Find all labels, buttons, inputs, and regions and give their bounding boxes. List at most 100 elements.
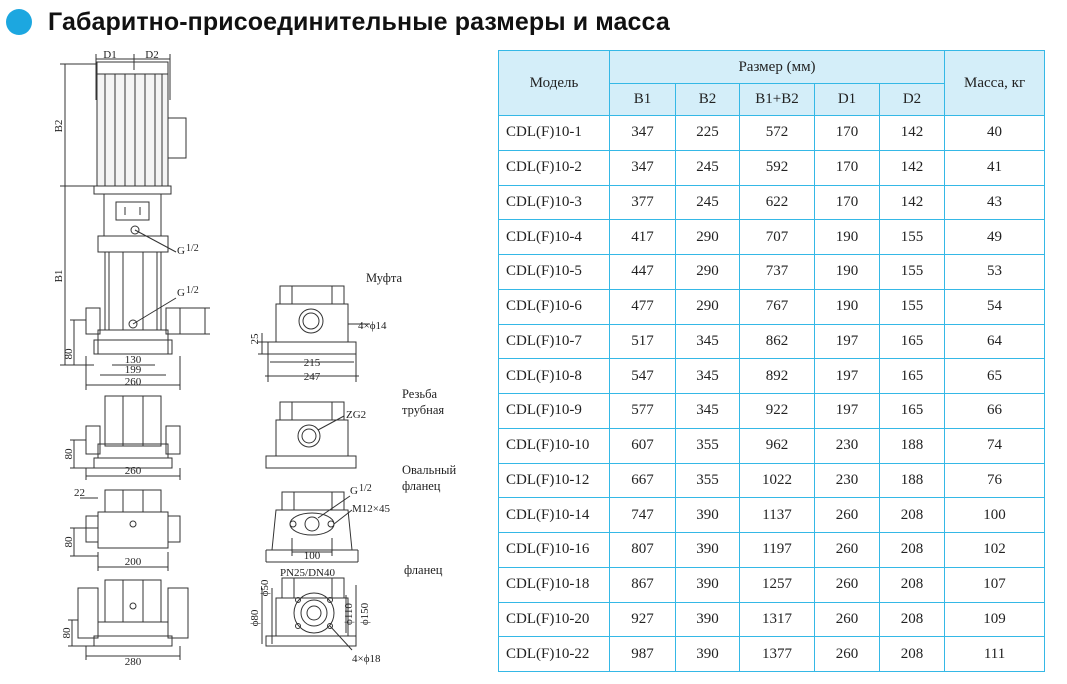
cell-d2: 165 bbox=[878, 358, 946, 394]
col-header-b1: B1 bbox=[609, 83, 676, 116]
cell-mass: 102 bbox=[944, 532, 1046, 568]
cell-mass: 76 bbox=[944, 462, 1046, 499]
label-v3-22: 22 bbox=[74, 487, 85, 499]
cell-b1: 477 bbox=[609, 288, 676, 325]
cell-b1b2: 1317 bbox=[739, 601, 815, 638]
cell-b2: 355 bbox=[675, 462, 740, 499]
cell-b1: 347 bbox=[609, 149, 676, 186]
label-zg2: ZG2 bbox=[346, 409, 366, 421]
label-199: 199 bbox=[125, 364, 142, 376]
cell-mass: 111 bbox=[944, 636, 1046, 672]
cell-model: CDL(F)10-9 bbox=[498, 393, 610, 429]
cell-b1: 347 bbox=[609, 115, 676, 151]
label-coupling-bolts: 4×ϕ14 bbox=[358, 320, 387, 332]
label-phi110: ϕ110 bbox=[343, 603, 355, 625]
cell-d1: 260 bbox=[814, 497, 880, 533]
label-flange-bolts: 4×ϕ18 bbox=[352, 653, 381, 665]
cell-b1b2: 922 bbox=[739, 393, 815, 429]
label-b2: B2 bbox=[53, 120, 65, 133]
cell-mass: 49 bbox=[944, 219, 1046, 255]
caption-flange: фланец bbox=[404, 563, 443, 577]
label-oval-bolt: M12×45 bbox=[352, 503, 390, 515]
caption-thread-2: трубная bbox=[402, 403, 444, 417]
label-v3-80: 80 bbox=[63, 536, 75, 548]
cell-b2: 345 bbox=[675, 358, 740, 394]
cell-d2: 188 bbox=[878, 427, 946, 464]
label-v2-260: 260 bbox=[125, 465, 142, 477]
label-247: 247 bbox=[304, 371, 321, 383]
cell-b2: 245 bbox=[675, 184, 740, 221]
cell-b2: 345 bbox=[675, 393, 740, 429]
technical-drawings: D1 D2 B2 B1 G 1/2 G 1/2 80 130 199 260 8… bbox=[0, 40, 490, 684]
cell-b1: 747 bbox=[609, 497, 676, 533]
cell-model: CDL(F)10-5 bbox=[498, 254, 610, 290]
cell-b2: 290 bbox=[675, 219, 740, 255]
cell-d2: 142 bbox=[878, 184, 946, 221]
cell-model: CDL(F)10-3 bbox=[498, 184, 610, 221]
cell-b1: 547 bbox=[609, 358, 676, 394]
cell-b1b2: 592 bbox=[739, 149, 815, 186]
cell-b1b2: 1197 bbox=[739, 532, 815, 568]
cell-model: CDL(F)10-14 bbox=[498, 497, 610, 533]
cell-b1: 517 bbox=[609, 323, 676, 360]
cell-b1b2: 767 bbox=[739, 288, 815, 325]
flange-view bbox=[261, 577, 357, 651]
cell-d1: 190 bbox=[814, 288, 880, 325]
cell-b1b2: 892 bbox=[739, 358, 815, 394]
cell-mass: 74 bbox=[944, 427, 1046, 464]
cell-d1: 197 bbox=[814, 358, 880, 394]
cell-model: CDL(F)10-20 bbox=[498, 601, 610, 638]
cell-d2: 155 bbox=[878, 288, 946, 325]
label-g-mid: G bbox=[177, 287, 185, 299]
label-v3-200: 200 bbox=[125, 556, 142, 568]
cell-b1b2: 737 bbox=[739, 254, 815, 290]
label-v4-80: 80 bbox=[61, 627, 73, 639]
cell-mass: 64 bbox=[944, 323, 1046, 360]
pump-view-2 bbox=[70, 395, 181, 480]
cell-mass: 40 bbox=[944, 115, 1046, 151]
cell-b2: 290 bbox=[675, 288, 740, 325]
cell-b1b2: 1137 bbox=[739, 497, 815, 533]
label-g-top: G bbox=[177, 245, 185, 257]
label-v4-280: 280 bbox=[125, 656, 142, 668]
label-130: 130 bbox=[125, 354, 142, 366]
cell-b1b2: 962 bbox=[739, 427, 815, 464]
col-header-d2: D2 bbox=[878, 83, 946, 116]
cell-model: CDL(F)10-10 bbox=[498, 427, 610, 464]
spec-table-container: Модель Размер (мм) Масса, кг B1 B2 B1+B2… bbox=[498, 50, 1046, 672]
cell-b2: 225 bbox=[675, 115, 740, 151]
cell-mass: 100 bbox=[944, 497, 1046, 533]
pump-view-4 bbox=[68, 579, 189, 660]
cell-mass: 107 bbox=[944, 566, 1046, 603]
cell-d2: 188 bbox=[878, 462, 946, 499]
cell-b2: 290 bbox=[675, 254, 740, 290]
cell-model: CDL(F)10-4 bbox=[498, 219, 610, 255]
label-oval-g-size: 1/2 bbox=[359, 483, 372, 494]
cell-d2: 142 bbox=[878, 115, 946, 151]
cell-d2: 155 bbox=[878, 219, 946, 255]
cell-b1: 607 bbox=[609, 427, 676, 464]
cell-b1: 927 bbox=[609, 601, 676, 638]
label-phi50: ϕ50 bbox=[259, 579, 271, 596]
cell-b1: 577 bbox=[609, 393, 676, 429]
caption-oval-2: фланец bbox=[402, 479, 441, 493]
caption-oval-1: Овальный bbox=[402, 463, 456, 477]
cell-mass: 65 bbox=[944, 358, 1046, 394]
cell-d2: 142 bbox=[878, 149, 946, 186]
cell-model: CDL(F)10-18 bbox=[498, 566, 610, 603]
cell-b2: 390 bbox=[675, 497, 740, 533]
cell-mass: 66 bbox=[944, 393, 1046, 429]
cell-d1: 260 bbox=[814, 636, 880, 672]
cell-b1: 987 bbox=[609, 636, 676, 672]
